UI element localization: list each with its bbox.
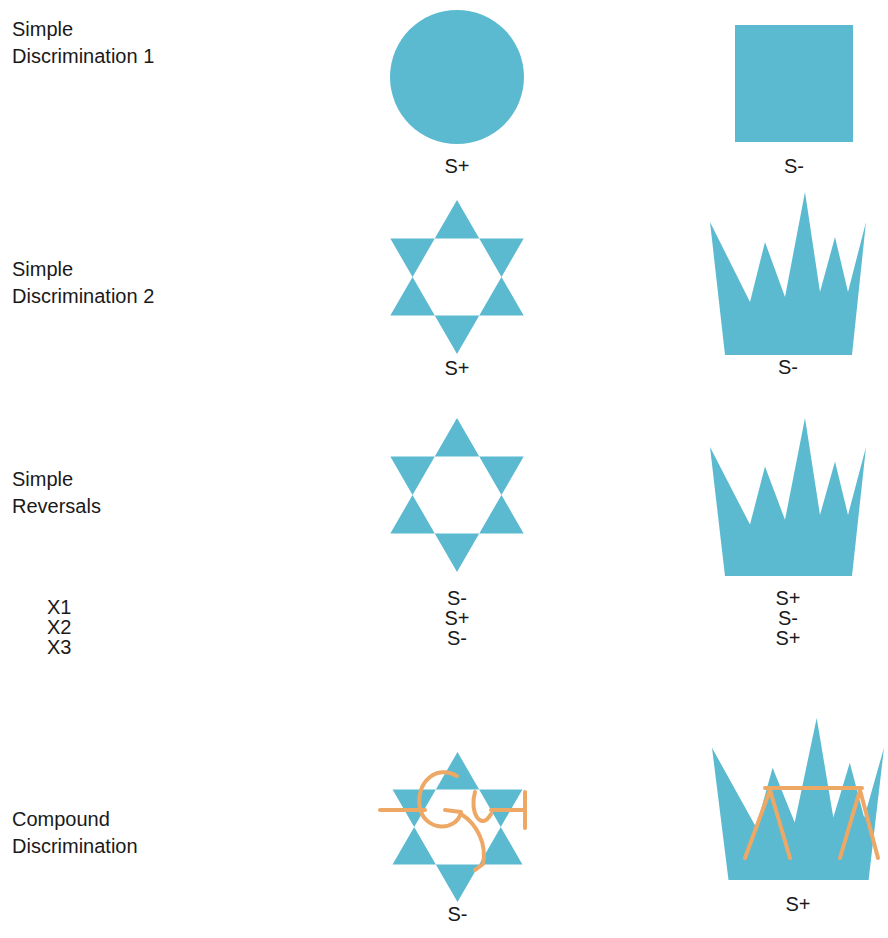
star-stimulus [390, 200, 523, 354]
row-label: Simple Reversals [12, 466, 162, 520]
stimulus-node: S+ [382, 200, 532, 378]
stimulus-figure [710, 192, 866, 355]
stimulus-node: S- [710, 192, 866, 377]
valence-label: S+ [712, 894, 884, 914]
stimulus-figure [710, 418, 866, 576]
crown-stimulus [710, 418, 866, 576]
stimulus-figure [375, 752, 540, 902]
row-label: Compound Discrimination [12, 806, 162, 860]
valence-label: S+ [382, 358, 532, 378]
row-label: Simple Discrimination 1 [12, 16, 162, 70]
stimulus-node: S+ [390, 10, 524, 176]
stimulus-node: S-S+S- [382, 418, 532, 648]
stimulus-node: S- [375, 752, 540, 924]
row-label: Simple Discrimination 2 [12, 256, 162, 310]
stimulus-node: S- [735, 25, 853, 176]
stimulus-figure [712, 718, 884, 880]
crown-stimulus [712, 718, 884, 880]
valence-label: S+ [382, 608, 532, 628]
valence-label: S- [710, 357, 866, 377]
valence-label: S+ [710, 588, 866, 608]
valence-label: S+ [390, 156, 524, 176]
valence-label: S- [710, 608, 866, 628]
stimulus-figure [382, 418, 532, 572]
valence-label: S- [382, 628, 532, 648]
valence-label: S+ [710, 628, 866, 648]
valence-label: S- [735, 156, 853, 176]
valence-label: S- [375, 904, 540, 924]
stimulus-node: S+ [712, 718, 884, 914]
circle-stimulus [390, 10, 524, 144]
stimulus-figure [382, 200, 532, 354]
stimulus-figure [735, 25, 853, 142]
orange-scribble [745, 788, 878, 858]
stimulus-node: S+S-S+ [710, 418, 866, 648]
valence-label: S- [382, 588, 532, 608]
orange-scribble [380, 772, 525, 870]
star-stimulus [393, 752, 523, 902]
star-stimulus [390, 418, 523, 572]
crown-stimulus [710, 192, 866, 355]
square-stimulus [735, 25, 853, 142]
row-label: X3 [47, 634, 107, 661]
stimulus-figure [390, 10, 524, 144]
